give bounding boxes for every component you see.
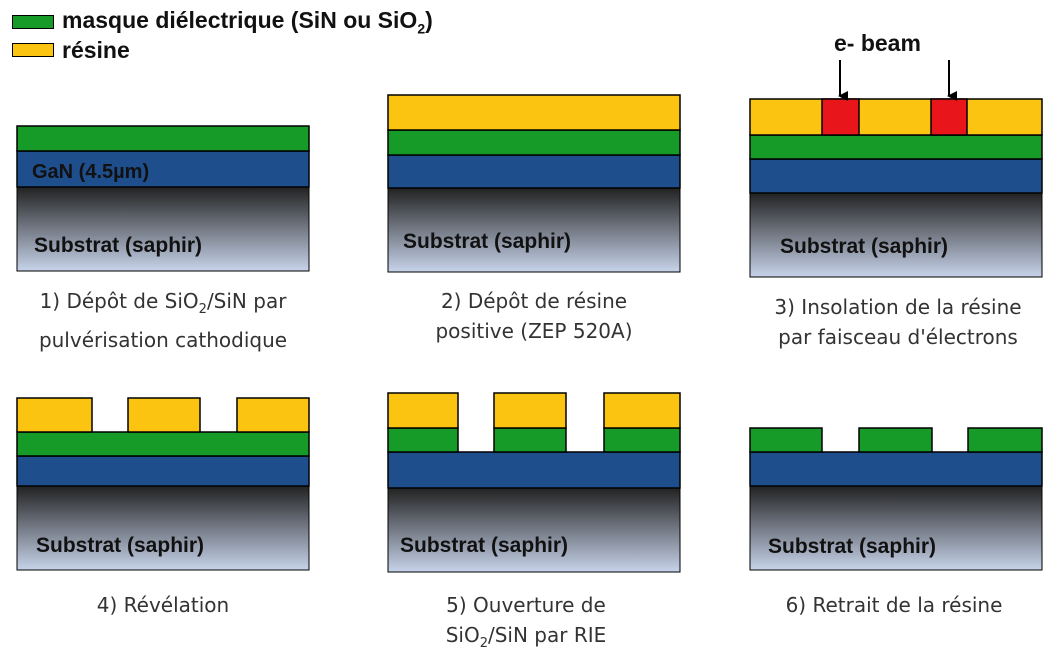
- resine-block-3: [603, 392, 681, 429]
- masque-block-3: [967, 427, 1043, 453]
- gan-layer: [16, 455, 310, 487]
- masque-layer: [749, 134, 1043, 160]
- gan-layer: [749, 451, 1043, 487]
- masque-swatch: [12, 15, 54, 29]
- resine-block-1: [16, 397, 93, 433]
- gan-layer: [387, 451, 681, 489]
- masque-block-2: [858, 427, 933, 453]
- step-3-caption-line1: 3) Insolation de la résine: [774, 295, 1022, 319]
- resine-swatch: [12, 43, 54, 57]
- gan-layer: [749, 158, 1043, 194]
- step-4-caption-line1: 4) Révélation: [96, 593, 230, 617]
- resine-block-1: [387, 392, 459, 429]
- gan-layer: [16, 150, 310, 188]
- step-4-diagram: Substrat (saphir): [16, 397, 310, 571]
- substrate-layer: [16, 186, 310, 272]
- substrate-layer: [749, 485, 1043, 571]
- resine-block-3: [236, 397, 310, 433]
- legend: masque diélectrique (SiN ou SiO2) résine: [12, 7, 433, 64]
- gan-layer: [387, 154, 681, 189]
- masque-block-1: [387, 427, 459, 453]
- masque-layer: [387, 129, 681, 156]
- step-6-caption-line1: 6) Retrait de la résine: [785, 593, 1003, 617]
- masque-layer: [16, 125, 310, 152]
- step-6-diagram: Substrat (saphir): [749, 427, 1043, 571]
- step-6-caption: 6) Retrait de la résine: [734, 590, 1054, 620]
- step-1-caption: 1) Dépôt de SiO2/SiN par pulvérisation c…: [3, 286, 323, 355]
- step-1-caption-line1: 1) Dépôt de SiO2/SiN par: [39, 289, 287, 317]
- substrate-label: Substrat (saphir): [34, 234, 202, 257]
- step-5-caption-line1: 5) Ouverture de: [446, 593, 606, 617]
- step-5-caption-line2: SiO2/SiN par RIE: [445, 623, 607, 651]
- step-3-caption: 3) Insolation de la résine par faisceau …: [738, 292, 1058, 352]
- resine-block-2: [493, 392, 567, 429]
- gan-label: GaN (4.5µm): [32, 161, 149, 183]
- substrate-label: Substrat (saphir): [36, 534, 204, 557]
- legend-label-resine: résine: [62, 36, 130, 63]
- legend-item-resine: résine: [12, 36, 433, 64]
- insolated-zone-2: [930, 98, 968, 136]
- step-2-caption: 2) Dépôt de résine positive (ZEP 520A): [374, 286, 694, 346]
- masque-block-1: [749, 427, 823, 453]
- substrate-layer: [387, 487, 681, 573]
- substrate-layer: [749, 192, 1043, 278]
- legend-item-masque: masque diélectrique (SiN ou SiO2): [12, 7, 433, 37]
- insolated-zone-1: [821, 98, 860, 136]
- masque-layer: [16, 431, 310, 457]
- resine-layer: [387, 94, 681, 131]
- step-1-caption-line2: pulvérisation cathodique: [38, 328, 288, 352]
- step-5-caption: 5) Ouverture de SiO2/SiN par RIE: [366, 590, 686, 659]
- masque-block-2: [493, 427, 567, 453]
- legend-label-masque: masque diélectrique (SiN ou SiO2): [62, 7, 433, 37]
- masque-block-3: [603, 427, 681, 453]
- resine-block-2: [127, 397, 201, 433]
- substrate-label: Substrat (saphir): [400, 534, 568, 557]
- substrate-layer: [16, 485, 310, 571]
- substrate-label: Substrat (saphir): [768, 535, 936, 558]
- step-2-diagram: Substrat (saphir): [387, 94, 681, 273]
- step-1-diagram: GaN (4.5µm) Substrat (saphir): [16, 125, 310, 272]
- substrate-label: Substrat (saphir): [780, 235, 948, 258]
- substrate-label: Substrat (saphir): [403, 230, 571, 253]
- ebeam-label: e- beam: [834, 30, 921, 56]
- step-3-diagram: Substrat (saphir): [749, 60, 1043, 278]
- step-4-caption: 4) Révélation: [3, 590, 323, 620]
- step-3-caption-line2: par faisceau d'électrons: [778, 325, 1018, 349]
- resine-layer: [749, 98, 1043, 136]
- substrate-layer: [387, 187, 681, 273]
- step-5-diagram: Substrat (saphir): [387, 392, 681, 573]
- step-2-caption-line2: positive (ZEP 520A): [435, 319, 633, 343]
- step-2-caption-line1: 2) Dépôt de résine: [440, 289, 628, 313]
